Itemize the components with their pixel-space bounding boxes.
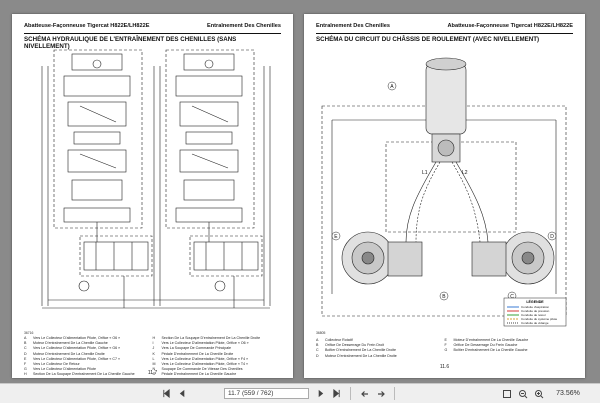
viewer-toolbar: 11.7 (559 / 762) 73.56% (0, 383, 600, 403)
prev-page-icon[interactable] (176, 387, 189, 400)
hydraulic-schematic (41, 49, 271, 309)
left-page-title: SCHÉMA HYDRAULIQUE DE L'ENTRAÎNEMENT DES… (24, 36, 237, 50)
callout-b (439, 291, 449, 301)
legend-box-item: Conduite d'aspiration (521, 305, 549, 309)
label-a: A (390, 84, 394, 90)
right-page: Entraînement Des Chenilles Abatteuse-Faç… (304, 14, 585, 378)
undercarriage-circuit-diagram: A L1 L2 E D B C LÉGENDE (321, 57, 567, 327)
right-page-number: 11.6 (439, 364, 450, 370)
left-page: Abatteuse-Façonneuse Tigercat H822E/LH82… (12, 14, 293, 378)
callout-d (547, 231, 557, 241)
label-l1: L1 (422, 170, 428, 176)
fit-page-icon[interactable] (500, 387, 513, 400)
right-page-title: SCHÉMA DU CIRCUIT DU CHÂSSIS DE ROULEMEN… (316, 36, 540, 43)
document-viewport[interactable]: Abatteuse-Façonneuse Tigercat H822E/LH82… (0, 0, 600, 383)
legend-box-item: Conduite de vidange (521, 321, 549, 325)
left-page-number: 11.7 (147, 370, 158, 376)
zoom-out-icon[interactable] (516, 387, 529, 400)
label-c: C (510, 294, 514, 300)
toolbar-divider (394, 387, 395, 400)
legend-box-title: LÉGENDE (526, 299, 544, 304)
callout-e (331, 231, 341, 241)
next-page-icon[interactable] (314, 387, 327, 400)
toolbar-divider (350, 387, 351, 400)
first-page-icon[interactable] (160, 387, 173, 400)
last-page-icon[interactable] (330, 387, 343, 400)
label-l2: L2 (462, 170, 468, 176)
zoom-in-icon[interactable] (532, 387, 545, 400)
right-header-left: Entraînement Des Chenilles (316, 23, 390, 29)
zoom-level[interactable]: 73.56% (556, 390, 580, 397)
forward-icon[interactable] (374, 387, 387, 400)
legend-box-item: Conduite du système pilote (521, 317, 558, 321)
callout-a (387, 81, 397, 91)
left-header-left: Abatteuse-Façonneuse Tigercat H822E/LH82… (24, 23, 150, 29)
right-header-right: Abatteuse-Façonneuse Tigercat H822E/LH82… (447, 23, 574, 29)
back-icon[interactable] (358, 387, 371, 400)
label-d: D (550, 234, 554, 240)
line-legend-box: LÉGENDE Conduite d'aspiration Conduite d… (503, 297, 567, 327)
left-page-header: Abatteuse-Façonneuse Tigercat H822E/LH82… (24, 23, 281, 34)
right-figure-ref: 36805 (316, 331, 326, 335)
left-figure-ref: 36716 (24, 331, 34, 335)
legend-box-item: Conduite de retour (521, 313, 546, 317)
page-number-input[interactable]: 11.7 (559 / 762) (224, 388, 309, 399)
right-page-header: Entraînement Des Chenilles Abatteuse-Faç… (316, 23, 573, 34)
label-e: E (334, 234, 338, 240)
legend-box-item: Conduite de pression (521, 309, 550, 313)
left-header-right: Entraînement Des Chenilles (207, 23, 281, 29)
label-b: B (442, 294, 446, 300)
